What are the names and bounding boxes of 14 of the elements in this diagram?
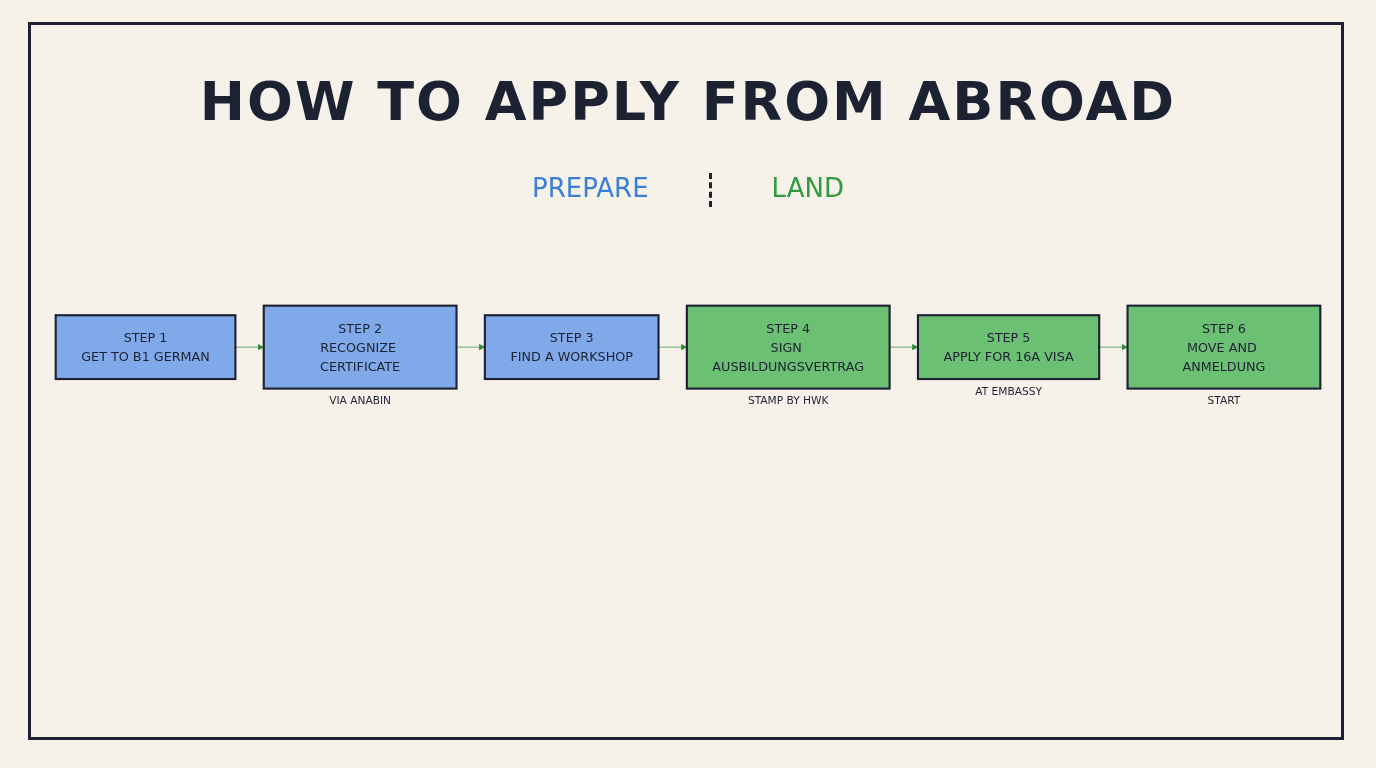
- node-box: [262, 304, 458, 390]
- phase-label: LAND: [770, 173, 845, 205]
- step-note: STAMP BY HWK: [747, 394, 829, 408]
- node-box: [54, 314, 237, 381]
- node-box: [685, 304, 891, 390]
- node-box: [916, 314, 1101, 381]
- phase-label: PREPARE: [531, 173, 650, 205]
- title: HOW TO APPLY FROM ABROAD: [198, 70, 1178, 133]
- node-box: [1126, 304, 1322, 390]
- step-note: AT EMBASSY: [975, 384, 1042, 398]
- flow-diagram: STEP 1 GET TO B1 GERMAN STEP 2 RECOGNIZE CERTIFICATE STEP 3 FIND A WORKSHOP STEP 4 SIGN AUSBILDUNGSVERTRAG STEP 5 APPLY FOR 16A VISA STEP 6 MOVE AND ANMELDUNG VIA ANABIN STAMP BY HWK AT EMBASSY START: [50, 300, 1326, 412]
- step-note: VIA ANABIN: [329, 394, 392, 408]
- step-note: START: [1207, 394, 1241, 408]
- node-box: [483, 314, 660, 381]
